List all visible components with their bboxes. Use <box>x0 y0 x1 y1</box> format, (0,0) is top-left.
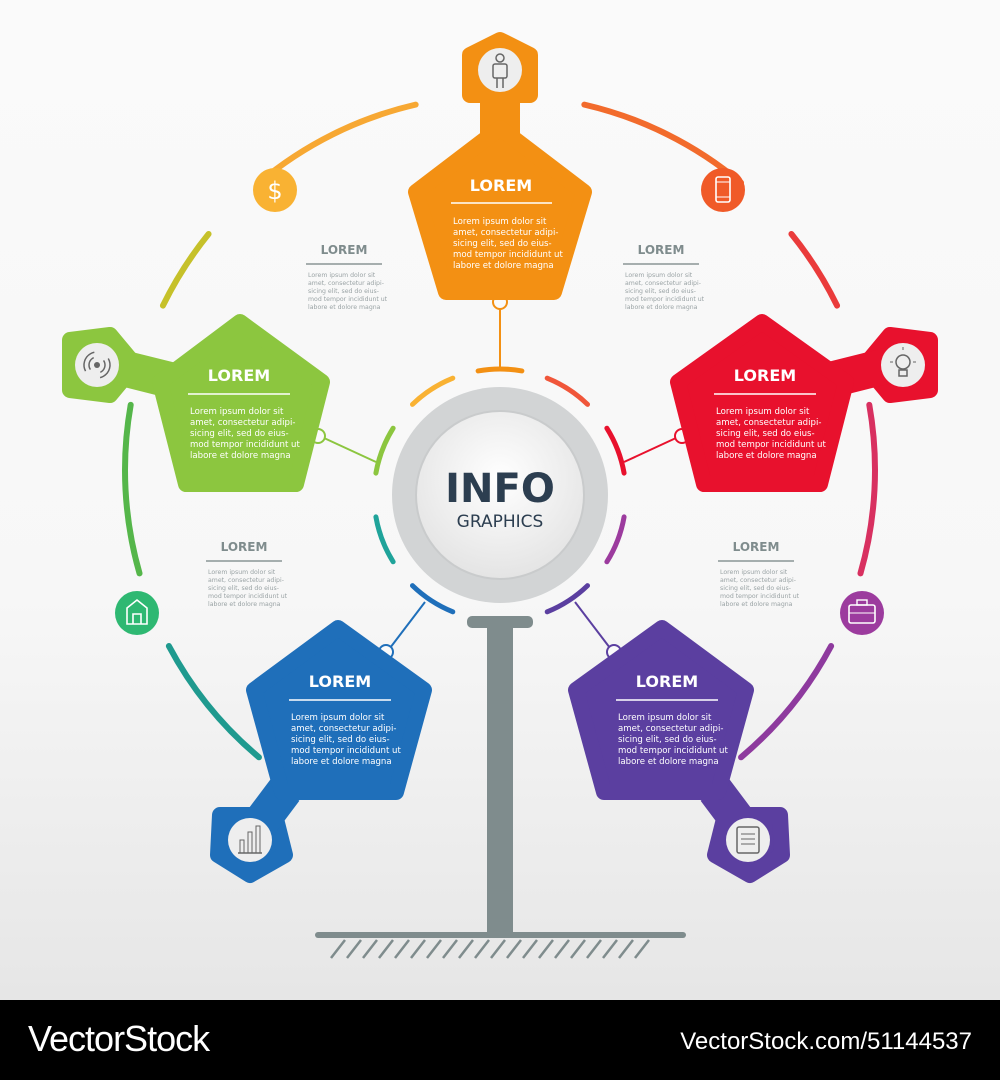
hatch-mark <box>490 939 506 959</box>
watermark-logo: VectorStock <box>28 1018 210 1059</box>
svg-text:LOREM: LOREM <box>221 540 268 554</box>
hatch-mark <box>522 939 538 959</box>
hatch-mark <box>586 939 602 959</box>
ground-hatch <box>330 939 650 959</box>
connector-green <box>323 437 377 463</box>
hatch-mark <box>378 939 394 959</box>
hatch-mark <box>410 939 426 959</box>
outer-ring-segment <box>165 643 262 761</box>
section-title: LOREM <box>734 366 796 385</box>
hatch-mark <box>362 939 378 959</box>
hatch-mark <box>602 939 618 959</box>
wifi-signal-icon <box>75 343 119 387</box>
section-title: LOREM <box>208 366 270 385</box>
hatch-mark <box>554 939 570 959</box>
infographic-canvas: INFO GRAPHICS <box>62 32 938 959</box>
outer-ring-segment <box>159 231 212 309</box>
svg-text:LOREM: LOREM <box>321 243 368 257</box>
center-subtitle: GRAPHICS <box>457 512 544 532</box>
inner-ring <box>373 366 627 615</box>
hatch-mark <box>426 939 442 959</box>
dollar-icon: $ <box>253 168 297 212</box>
inner-ring-segment <box>373 514 396 565</box>
svg-text:$: $ <box>267 177 282 205</box>
hatch-mark <box>538 939 554 959</box>
hatch-mark <box>474 939 490 959</box>
hatch-mark <box>346 939 362 959</box>
inner-ring-segment <box>604 425 627 476</box>
home-icon <box>115 591 159 635</box>
outer-ring-segment <box>857 401 878 577</box>
hatch-mark <box>618 939 634 959</box>
person-icon <box>478 48 522 92</box>
connector-purple <box>574 601 611 649</box>
outer-ring-segment <box>738 643 835 761</box>
bar-chart-icon <box>228 818 272 862</box>
center-inner-disc <box>415 410 585 580</box>
outer-ring-segment <box>788 231 841 309</box>
section-blue <box>210 620 432 883</box>
svg-text:LOREM: LOREM <box>638 243 685 257</box>
hatch-mark <box>458 939 474 959</box>
lightbulb-icon <box>881 343 925 387</box>
footer-bar: VectorStock VectorStock.com/51144537 <box>0 1000 1000 1080</box>
hatch-mark <box>330 939 346 959</box>
inner-ring-segment <box>475 366 525 374</box>
section-title: LOREM <box>636 672 698 691</box>
hatch-mark <box>634 939 650 959</box>
hatch-mark <box>570 939 586 959</box>
stand-pole <box>487 618 513 936</box>
hatch-mark <box>442 939 458 959</box>
inner-ring-segment <box>409 583 456 615</box>
hatch-mark <box>394 939 410 959</box>
section-title: LOREM <box>470 176 532 195</box>
connector-blue <box>389 601 426 649</box>
inner-ring-segment <box>544 375 591 407</box>
watermark-id: VectorStock.com/51144537 <box>680 1028 972 1055</box>
hatch-mark <box>506 939 522 959</box>
svg-text:LOREM: LOREM <box>733 540 780 554</box>
inner-ring-segment <box>373 425 396 476</box>
inner-ring-segment <box>409 375 456 407</box>
smartphone-icon <box>701 168 745 212</box>
connector-red <box>623 437 677 463</box>
infographic: INFO GRAPHICS <box>0 0 1000 1000</box>
document-icon <box>726 818 770 862</box>
center-title: INFO <box>445 466 555 512</box>
section-title: LOREM <box>309 672 371 691</box>
inner-ring-segment <box>544 583 591 615</box>
inner-ring-segment <box>604 514 627 565</box>
briefcase-icon <box>840 591 884 635</box>
outer-ring-segment <box>122 401 143 577</box>
stand-cap <box>467 616 533 628</box>
